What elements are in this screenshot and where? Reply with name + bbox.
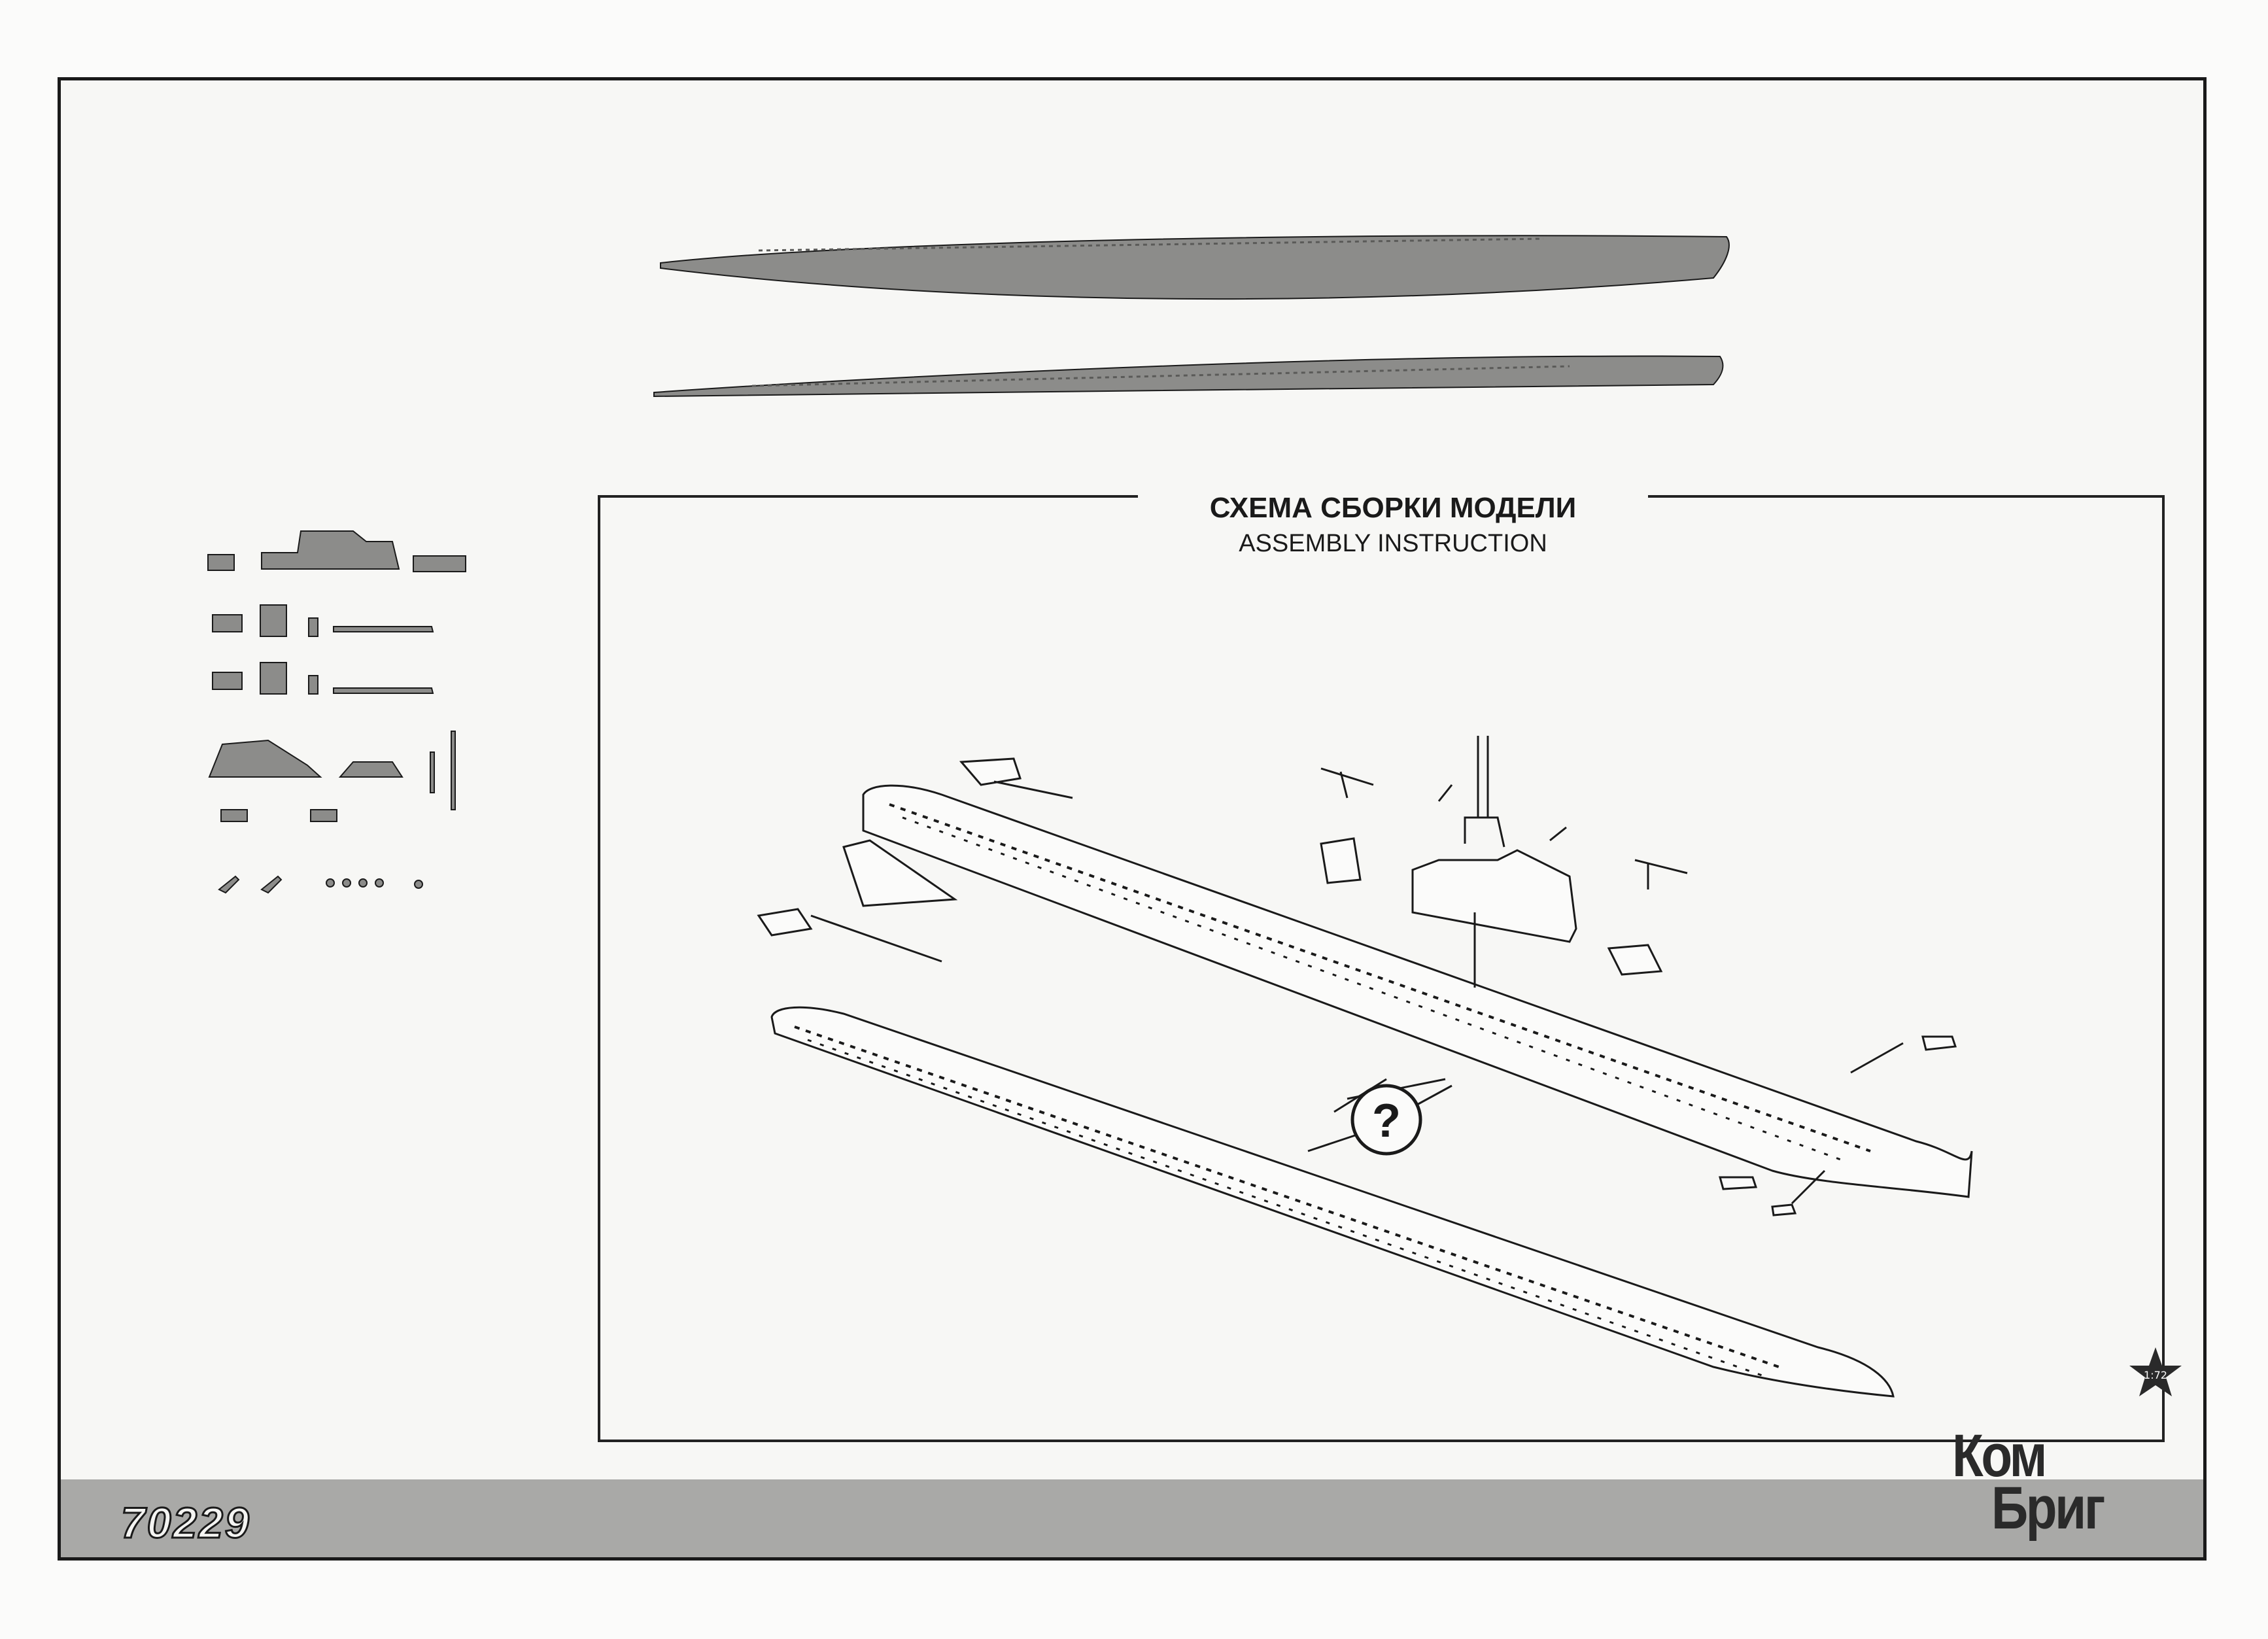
- footer-band: [61, 1479, 2203, 1557]
- assembly-drawing-image: [757, 736, 1973, 1398]
- title-russian: СХЕМА СБОРКИ МОДЕЛИ: [1209, 492, 1577, 524]
- brand-star-icon: 1:72: [2129, 1347, 2182, 1396]
- title-gap: [1138, 484, 1648, 510]
- logo-badge: 1:72: [2144, 1369, 2167, 1381]
- brand-logo: Ком Бриг: [1952, 1406, 2174, 1538]
- hull-half-upper-image: [660, 235, 1730, 300]
- parts-group-image: [207, 530, 466, 894]
- page-border: [58, 77, 2207, 1561]
- callout-question-mark: ?: [1372, 1095, 1401, 1147]
- brand-line-1: Ком: [1952, 1423, 2048, 1489]
- brand-line-2: Бриг: [1991, 1475, 2105, 1542]
- hull-half-lower-image: [653, 355, 1724, 398]
- title-english: ASSEMBLY INSTRUCTION: [1239, 530, 1547, 557]
- kit-number: 70229: [120, 1498, 251, 1548]
